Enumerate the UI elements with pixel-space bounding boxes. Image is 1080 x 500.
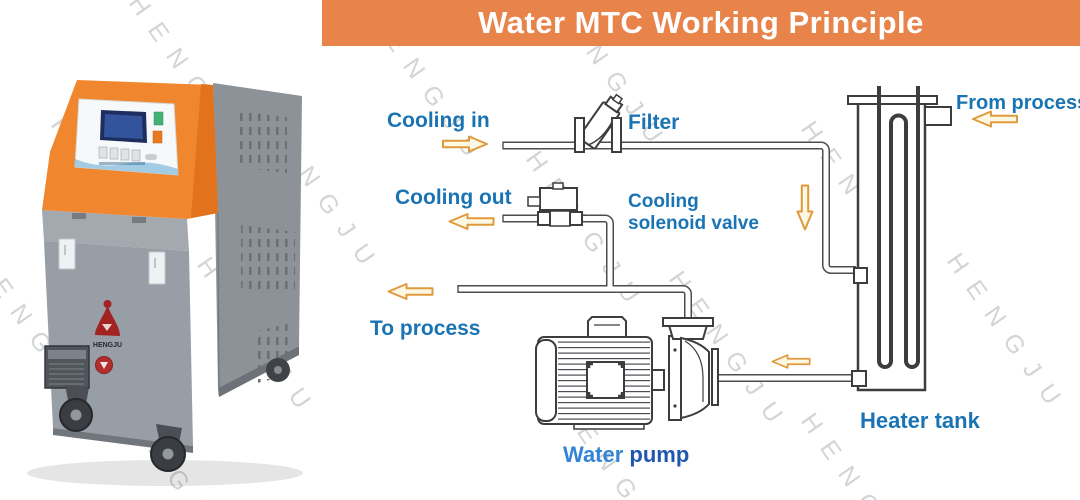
solenoid-valve-symbol (527, 182, 583, 227)
down-flow-arrow (796, 184, 814, 231)
page-title: Water MTC Working Principle (478, 5, 924, 40)
solenoid-valve-label-line1: Cooling (628, 191, 699, 212)
cooling-in-arrow (442, 135, 488, 153)
hinge (132, 217, 146, 223)
filter-label: Filter (628, 111, 679, 134)
warning-badge (95, 356, 113, 374)
pipe-network (457, 141, 856, 382)
logo-text: HENGJU (93, 342, 122, 349)
casters (59, 358, 290, 472)
brand-logo: HENGJU (93, 300, 122, 349)
from-process-label: From process (956, 92, 1080, 114)
keypad-buttons (98, 146, 157, 162)
title-banner: Water MTC Working Principle (322, 0, 1080, 46)
to-process-arrow (387, 283, 434, 300)
working-principle-diagram: Cooling in Filter Cooling out Cooling so… (370, 86, 1080, 467)
heater-tank-symbol (847, 86, 952, 392)
water-pump-symbol (535, 316, 719, 430)
cooling-in-label: Cooling in (387, 109, 490, 132)
heating-element (877, 86, 920, 369)
heater-tank-label: Heater tank (860, 408, 981, 433)
nameplate (44, 345, 90, 389)
latch-plates (58, 238, 166, 285)
hinge (72, 213, 86, 219)
floor-shadow (27, 460, 303, 486)
control-head (42, 80, 218, 219)
to-process-label: To process (370, 317, 480, 340)
suction-flow-arrow (771, 354, 811, 369)
cooling-out-label: Cooling out (395, 186, 512, 209)
control-panel (74, 98, 179, 176)
side-vents (237, 111, 295, 383)
panel-wave-decor (75, 159, 178, 175)
cooling-out-arrow (448, 213, 495, 230)
green-button (153, 111, 164, 126)
orange-button (152, 130, 163, 144)
water-pump-label: Water pump (563, 442, 689, 467)
machine-photo: HENGJU (27, 80, 303, 486)
solenoid-valve-label-line2: solenoid valve (628, 213, 759, 234)
filter-symbol (574, 93, 624, 153)
